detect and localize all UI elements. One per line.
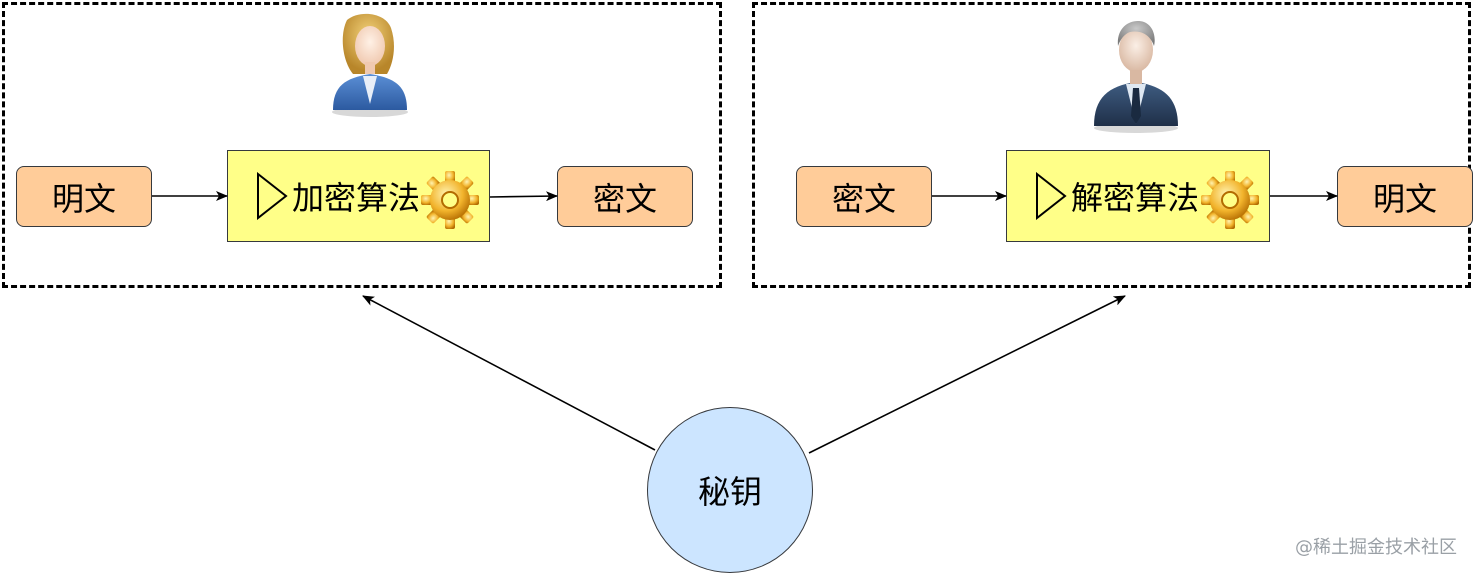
play-icon bbox=[257, 172, 288, 220]
key-label: 秘钥 bbox=[697, 473, 762, 511]
plaintext-output-box: 明文 bbox=[1337, 166, 1473, 227]
plaintext-box: 明文 bbox=[16, 166, 152, 227]
ciphertext-input-box: 密文 bbox=[796, 166, 932, 227]
ciphertext-label: 密文 bbox=[592, 179, 657, 218]
male-user-icon bbox=[1094, 21, 1178, 133]
key-to-decrypt-arrow bbox=[808, 295, 1126, 454]
gear-icon bbox=[1201, 171, 1259, 229]
ciphertext-box: 密文 bbox=[557, 166, 693, 227]
key-node: 秘钥 bbox=[647, 407, 813, 573]
key-to-encrypt-arrow bbox=[362, 295, 656, 451]
encryption-algorithm-label: 加密算法 bbox=[292, 179, 421, 217]
watermark: @稀土掘金技术社区 bbox=[1295, 537, 1457, 558]
plaintext-output-label: 明文 bbox=[1372, 179, 1437, 218]
encrypt-panel bbox=[2, 2, 722, 288]
decryption-algorithm-box: 解密算法 bbox=[1006, 150, 1270, 242]
decrypt-panel bbox=[752, 2, 1471, 288]
ciphertext-input-label: 密文 bbox=[831, 179, 896, 218]
encryption-algorithm-box: 加密算法 bbox=[227, 150, 490, 242]
play-icon bbox=[1036, 172, 1067, 220]
plaintext-label: 明文 bbox=[51, 179, 116, 218]
decryption-algorithm-label: 解密算法 bbox=[1071, 179, 1200, 217]
female-user-icon bbox=[332, 13, 408, 117]
gear-icon bbox=[421, 171, 479, 229]
